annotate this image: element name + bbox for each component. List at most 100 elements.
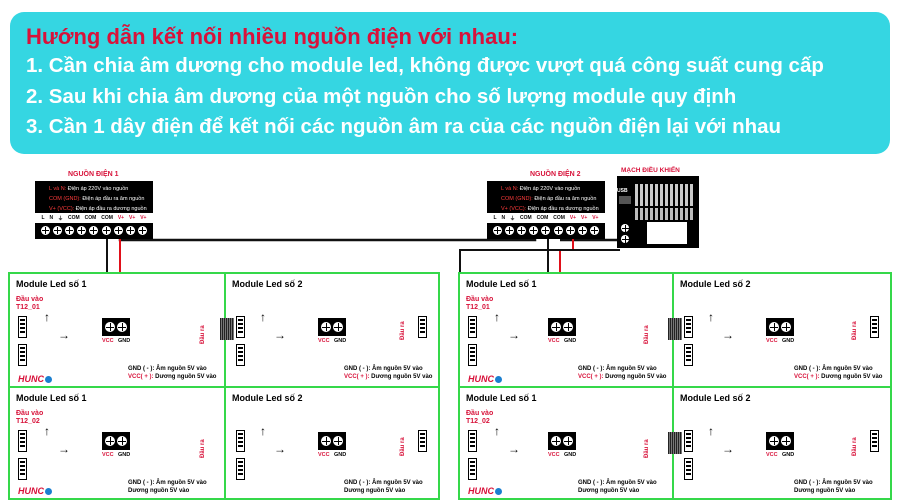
screw-icon — [492, 225, 502, 235]
module-name: Module Led số 1 — [16, 393, 87, 403]
input-connector-icon — [18, 316, 27, 338]
module-legend: GND ( - ): Âm nguồn 5V vào VCC( + ): Dươ… — [578, 366, 667, 380]
input-connector-icon — [236, 458, 245, 480]
gnd-bus-wire — [118, 230, 537, 242]
vcc-label: VCC — [102, 452, 114, 458]
input-connector-icon — [236, 316, 245, 338]
screw-icon — [621, 224, 629, 232]
output-connector-icon — [870, 316, 879, 338]
arrow-right-icon: → — [58, 328, 70, 342]
arrow-up-icon: ↑ — [708, 424, 714, 438]
screw-icon — [590, 225, 600, 235]
input-connector-icon — [684, 344, 693, 366]
power-terminal — [102, 432, 130, 450]
output-label: Đầu ra — [200, 325, 206, 344]
output-connector-icon — [418, 316, 427, 338]
banner-step-3: 3. Cần 1 dây điện để kết nối các nguồn â… — [26, 115, 782, 138]
usb-label: USB — [617, 188, 628, 194]
power-terminal — [548, 432, 576, 450]
vcc-label: VCC — [548, 452, 560, 458]
power-terminal — [318, 432, 346, 450]
ribbon-cable-icon — [668, 318, 682, 340]
vcc-label: VCC — [318, 338, 330, 344]
module-name: Module Led số 2 — [680, 279, 751, 289]
controller-power-terminal — [621, 224, 629, 243]
ctrl-signal-wire — [459, 249, 620, 282]
input-connector-icon — [468, 344, 477, 366]
screw-icon — [578, 225, 588, 235]
psu2-description: L và N: Điện áp 220V vào nguồn COM (GND)… — [501, 186, 599, 212]
arrow-right-icon: → — [274, 328, 286, 342]
screw-icon — [40, 225, 50, 235]
power-terminal — [548, 318, 576, 336]
module-legend: GND ( - ): Âm nguồn 5V vào VCC( + ): Dươ… — [344, 366, 433, 380]
arrow-right-icon: → — [508, 328, 520, 342]
screw-icon — [126, 225, 136, 235]
output-connector-icon — [418, 430, 427, 452]
input-connector-icon — [684, 458, 693, 480]
banner-heading: Hướng dẫn kết nối nhiều nguồn điện với n… — [26, 24, 519, 49]
screw-icon — [553, 225, 563, 235]
power-terminal — [318, 318, 346, 336]
brand-logo: HUNC — [18, 374, 52, 384]
screw-icon — [333, 436, 343, 446]
arrow-up-icon: ↑ — [494, 310, 500, 324]
gnd-label: GND — [564, 338, 577, 344]
screw-icon — [769, 436, 779, 446]
instruction-banner: Hướng dẫn kết nối nhiều nguồn điện với n… — [10, 12, 890, 154]
controller-header-pins-2 — [635, 208, 693, 220]
module-legend: GND ( - ): Âm nguồn 5V vào Dương nguồn 5… — [128, 480, 207, 494]
screw-icon — [551, 322, 561, 332]
vcc-label: VCC — [766, 452, 778, 458]
input-connector-icon — [468, 430, 477, 452]
arrow-up-icon: ↑ — [494, 424, 500, 438]
gnd-label: GND — [782, 452, 795, 458]
screw-icon — [117, 436, 127, 446]
screw-icon — [117, 322, 127, 332]
psu2-terminal-screws — [487, 224, 605, 236]
brand-logo: HUNC — [468, 486, 502, 496]
screw-icon — [517, 225, 527, 235]
output-label: Đầu ra — [400, 321, 406, 340]
vcc-label: VCC — [102, 338, 114, 344]
input-connector-icon — [18, 430, 27, 452]
screw-icon — [138, 225, 148, 235]
screw-icon — [781, 322, 791, 332]
screw-icon — [565, 225, 575, 235]
output-label: Đầu ra — [852, 321, 858, 340]
screw-icon — [65, 225, 75, 235]
input-connector-icon — [684, 316, 693, 338]
output-label: Đầu ra — [200, 439, 206, 458]
screw-icon — [321, 322, 331, 332]
output-label: Đầu ra — [644, 439, 650, 458]
screw-icon — [52, 225, 62, 235]
arrow-right-icon: → — [274, 442, 286, 456]
input-connector-icon — [236, 430, 245, 452]
vcc-label: VCC — [766, 338, 778, 344]
psu1-description: L và N: Điện áp 220V vào nguồn COM (GND)… — [49, 186, 147, 212]
brand-logo: HUNC — [468, 374, 502, 384]
screw-icon — [333, 322, 343, 332]
module-legend: GND ( - ): Âm nguồn 5V vào Dương nguồn 5… — [794, 480, 873, 494]
gnd-label: GND — [782, 338, 795, 344]
power-supply-2: L và N: Điện áp 220V vào nguồn COM (GND)… — [487, 181, 605, 239]
module-name: Module Led số 2 — [232, 393, 303, 403]
screw-icon — [551, 436, 561, 446]
input-connector-icon — [236, 344, 245, 366]
screw-icon — [105, 436, 115, 446]
screw-icon — [529, 225, 539, 235]
controller-sticker — [647, 222, 687, 244]
screw-icon — [113, 225, 123, 235]
banner-step-2: 2. Sau khi chia âm dương của một nguồn c… — [26, 84, 737, 108]
input-connector-icon — [468, 316, 477, 338]
output-label: Đầu ra — [852, 437, 858, 456]
screw-icon — [781, 436, 791, 446]
arrow-up-icon: ↑ — [44, 424, 50, 438]
arrow-right-icon: → — [722, 442, 734, 456]
gnd-label: GND — [118, 338, 131, 344]
screw-icon — [504, 225, 514, 235]
